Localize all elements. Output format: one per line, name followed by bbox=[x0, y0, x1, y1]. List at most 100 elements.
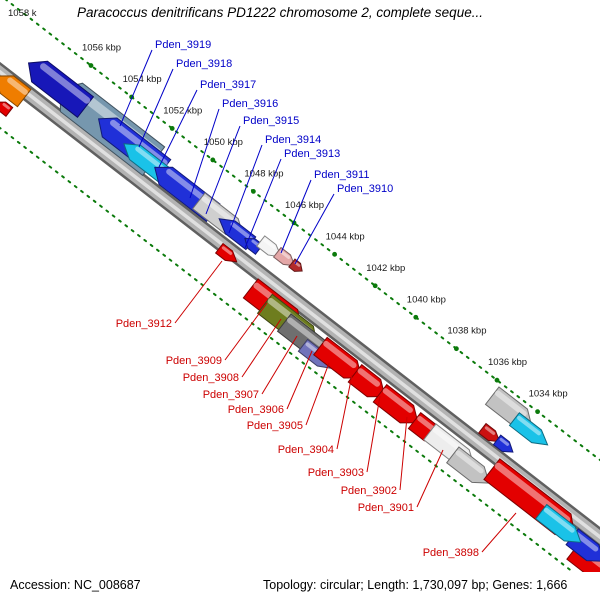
gene-arrow[interactable] bbox=[214, 242, 241, 267]
gene-arrow-highlight bbox=[484, 426, 496, 435]
gene-label[interactable]: Pden_3909 bbox=[166, 355, 222, 367]
ruler-tick-label: 1052 kbp bbox=[163, 105, 202, 116]
ruler-tick-dot bbox=[251, 188, 256, 194]
gene-arrow-shape bbox=[214, 242, 238, 263]
ruler-dotted-line-outer bbox=[4, 0, 600, 462]
gene-arrow-highlight bbox=[499, 437, 510, 446]
gene-arrow-highlight bbox=[7, 77, 28, 95]
gene-arrow[interactable] bbox=[535, 503, 587, 550]
gene-leader-line bbox=[416, 449, 444, 508]
ruler-tick-label: 1046 kbp bbox=[285, 200, 324, 211]
gene-arrow-highlight bbox=[2, 103, 10, 110]
gene-arrow[interactable] bbox=[477, 422, 504, 447]
ruler-tick-dot bbox=[413, 314, 419, 320]
gene-label[interactable]: Pden_3908 bbox=[183, 372, 239, 384]
gene-label[interactable]: Pden_3919 bbox=[155, 39, 211, 51]
gene-arrow-highlight bbox=[494, 462, 571, 523]
gene-arrow-shape bbox=[0, 75, 32, 108]
ruler-tick-dot bbox=[332, 251, 337, 257]
ruler-tick-label: 1034 kbp bbox=[529, 389, 568, 400]
gene-arrow-highlight bbox=[574, 532, 599, 552]
gene-leader-line bbox=[189, 108, 220, 199]
gene-arrow[interactable] bbox=[347, 363, 392, 406]
ruler-tick-label: 1038 kbp bbox=[447, 326, 486, 337]
gene-arrow-highlight bbox=[230, 222, 253, 241]
gene-arrow[interactable] bbox=[508, 412, 553, 451]
gene-arrow-shape bbox=[492, 434, 514, 453]
gene-label[interactable]: Pden_3898 bbox=[423, 547, 479, 559]
gene-arrow[interactable] bbox=[0, 98, 14, 117]
accession-text: Accession: NC_008687 bbox=[10, 578, 141, 592]
gene-arrow-shape bbox=[372, 383, 419, 424]
gene-label[interactable]: Pden_3917 bbox=[200, 79, 256, 91]
ruler-tick-label: 1056 kbp bbox=[82, 43, 121, 54]
ruler-tick-label: 1050 kbp bbox=[204, 137, 243, 148]
gene-arrow-highlight bbox=[455, 450, 484, 474]
gene-leader-line bbox=[174, 260, 223, 324]
title-area: 1058 k Paracoccus denitrificans PD1222 c… bbox=[0, 0, 600, 26]
gene-leader-line bbox=[481, 512, 517, 553]
gene-arrow[interactable] bbox=[21, 53, 95, 119]
gene-leader-line bbox=[366, 395, 381, 473]
gene-label[interactable]: Pden_3904 bbox=[278, 444, 334, 456]
gene-arrow[interactable] bbox=[445, 446, 496, 491]
ruler-tick-dot bbox=[535, 409, 540, 415]
gene-arrow[interactable] bbox=[492, 434, 516, 457]
gene-leader-line bbox=[294, 193, 335, 265]
ruler-tick-label: 1036 kbp bbox=[488, 357, 527, 368]
gene-arrow-highlight bbox=[263, 238, 276, 250]
gene-arrow[interactable] bbox=[272, 246, 299, 271]
gene-leader-line bbox=[158, 89, 198, 168]
gene-label[interactable]: Pden_3903 bbox=[308, 467, 364, 479]
gene-arrow[interactable] bbox=[0, 67, 32, 108]
gene-arrow-highlight bbox=[221, 246, 233, 255]
ruler-tick-label: 1040 kbp bbox=[407, 294, 446, 305]
gene-leader-line bbox=[280, 179, 312, 254]
gene-arrow-highlight bbox=[294, 261, 301, 267]
gene-arrow-shape bbox=[0, 101, 14, 117]
gene-arrow-highlight bbox=[517, 415, 541, 436]
gene-label[interactable]: Pden_3912 bbox=[116, 318, 172, 330]
gene-arrow-highlight bbox=[287, 317, 327, 350]
gene-leader-line bbox=[228, 144, 263, 234]
ruler-tick-dot bbox=[88, 63, 94, 68]
gene-leader-line bbox=[244, 158, 282, 249]
gene-arrow[interactable] bbox=[372, 383, 424, 432]
gene-leader-line bbox=[399, 416, 408, 491]
ruler-tick-label: 1044 kbp bbox=[326, 231, 365, 242]
gene-label[interactable]: Pden_3906 bbox=[228, 404, 284, 416]
topology-summary-text: Topology: circular; Length: 1,730,097 bp… bbox=[263, 578, 568, 592]
gene-leader-line bbox=[138, 68, 174, 148]
gene-label[interactable]: Pden_3905 bbox=[247, 420, 303, 432]
gene-label[interactable]: Pden_3910 bbox=[337, 183, 393, 195]
gene-label[interactable]: Pden_3915 bbox=[243, 115, 299, 127]
gene-label[interactable]: Pden_3914 bbox=[265, 134, 321, 146]
gene-label[interactable]: Pden_3902 bbox=[341, 485, 397, 497]
ruler-tick-label: 1054 kbp bbox=[123, 74, 162, 85]
gene-leader-line bbox=[119, 49, 153, 127]
gene-label[interactable]: Pden_3918 bbox=[176, 58, 232, 70]
gene-label[interactable]: Pden_3907 bbox=[203, 389, 259, 401]
gene-label[interactable]: Pden_3911 bbox=[314, 169, 369, 181]
gene-label[interactable]: Pden_3913 bbox=[284, 148, 340, 160]
gene-arrow-highlight bbox=[201, 196, 238, 226]
gene-arrow-highlight bbox=[543, 507, 575, 533]
gene-leader-line bbox=[286, 350, 313, 410]
clipped-ruler-tick-label: 1058 k bbox=[8, 8, 37, 19]
ruler-dotted-line-inner bbox=[0, 126, 600, 595]
gene-arrow[interactable] bbox=[288, 258, 305, 275]
gene-arrow-highlight bbox=[357, 368, 381, 387]
gene-arrow-highlight bbox=[40, 63, 91, 104]
gene-arrow-highlight bbox=[494, 390, 527, 417]
ruler-tick-label: 1048 kbp bbox=[244, 168, 283, 179]
gene-arrow-shape bbox=[347, 363, 386, 398]
gene-leader-line bbox=[336, 374, 353, 450]
gene-arrow-highlight bbox=[323, 340, 357, 369]
gene-label[interactable]: Pden_3901 bbox=[358, 502, 414, 514]
gene-arrow-shape bbox=[477, 422, 501, 443]
gene-label[interactable]: Pden_3916 bbox=[222, 98, 278, 110]
ruler-tick-label: 1042 kbp bbox=[366, 263, 405, 274]
gene-arrow-highlight bbox=[382, 388, 413, 413]
